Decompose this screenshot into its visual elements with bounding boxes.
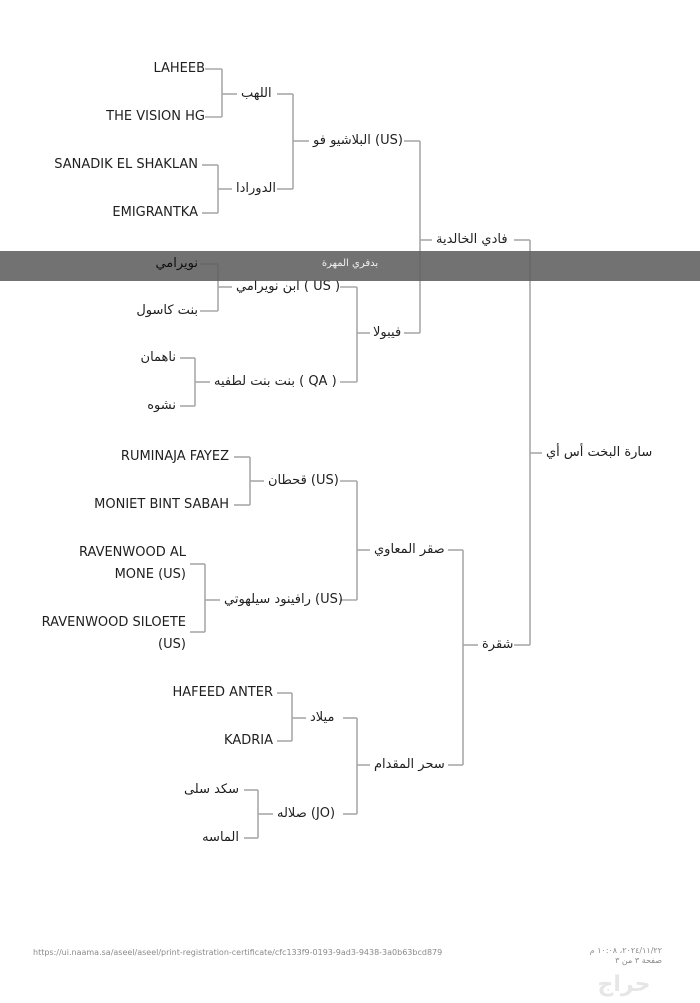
horse-name-g4-g2: KADRIA bbox=[224, 733, 273, 748]
horse-name-sire-sire: البلاشيو فو (US) bbox=[313, 133, 403, 148]
horse-name-dam-sire: صقر المعاوي bbox=[374, 542, 445, 557]
horse-name-g4-b1: SANADIK EL SHAKLAN bbox=[54, 157, 198, 172]
watermark-logo: حراج bbox=[597, 972, 651, 997]
horse-name-g3-g: ميلاد bbox=[310, 710, 335, 725]
horse-name-dam-dam: سحر المقدام bbox=[374, 757, 445, 772]
horse-name-g3-h: صلاله (JO) bbox=[277, 806, 336, 821]
horse-name-g4-c1: نويرامي bbox=[155, 256, 198, 271]
horse-name-dam: شقرة bbox=[482, 637, 514, 652]
horse-name-g3-e: قحطان (US) bbox=[268, 473, 339, 488]
horse-name-g4-f1-line1: RAVENWOOD AL bbox=[79, 545, 186, 560]
footer-date: ٢٠٢٤/١١/٢٢، ١٠:٠٨ م bbox=[589, 946, 662, 955]
horse-name-sire-dam: فيبولا bbox=[373, 325, 402, 340]
horse-name-g4-d1: ناهمان bbox=[140, 350, 176, 365]
horse-name-g4-f2-line2: (US) bbox=[158, 637, 186, 652]
horse-name-g4-b2: EMIGRANTKA bbox=[112, 205, 198, 220]
horse-name-g3-a: اللهب bbox=[241, 86, 272, 101]
footer-url: https://ui.naama.sa/aseel/aseel/print-re… bbox=[33, 948, 443, 957]
horse-name-g3-d: بنت بنت لطفيه ( QA ) bbox=[214, 374, 337, 389]
horse-name-g3-c: ابن نويرامي ( US ) bbox=[236, 279, 341, 294]
horse-name-g4-a1: LAHEEB bbox=[153, 61, 205, 76]
horse-name-sire: فادي الخالدية bbox=[436, 232, 508, 247]
footer-date-block: ٢٠٢٤/١١/٢٢، ١٠:٠٨ م صفحة ٣ من ٣ bbox=[590, 946, 662, 966]
horse-name-g4-g1: HAFEED ANTER bbox=[172, 685, 273, 700]
overlay-banner bbox=[0, 251, 700, 281]
horse-name-g4-e2: MONIET BINT SABAH bbox=[94, 497, 229, 512]
horse-name-g4-a2: THE VISION HG bbox=[106, 109, 205, 124]
horse-name-root: سارة البخت أس أي bbox=[546, 445, 653, 460]
horse-name-g3-f: رافينود سيلهوتي (US) bbox=[224, 592, 343, 607]
horse-name-g4-h1: سكد سلى bbox=[183, 782, 239, 797]
horse-name-g3-b: الدورادا bbox=[236, 181, 276, 196]
horse-name-g4-f2-line1: RAVENWOOD SILOETE bbox=[41, 615, 186, 630]
footer-page: صفحة ٣ من ٣ bbox=[615, 956, 662, 965]
horse-name-g4-h2: الماسه bbox=[202, 830, 239, 845]
horse-name-g4-c2: بنت كاسول bbox=[136, 303, 198, 318]
horse-name-g4-f1-line2: MONE (US) bbox=[114, 567, 186, 582]
horse-name-g4-e1: RUMINAJA FAYEZ bbox=[120, 449, 229, 464]
horse-name-g4-d2: نشوه bbox=[147, 398, 176, 413]
banner-label: بدفري المهرة bbox=[321, 258, 379, 269]
